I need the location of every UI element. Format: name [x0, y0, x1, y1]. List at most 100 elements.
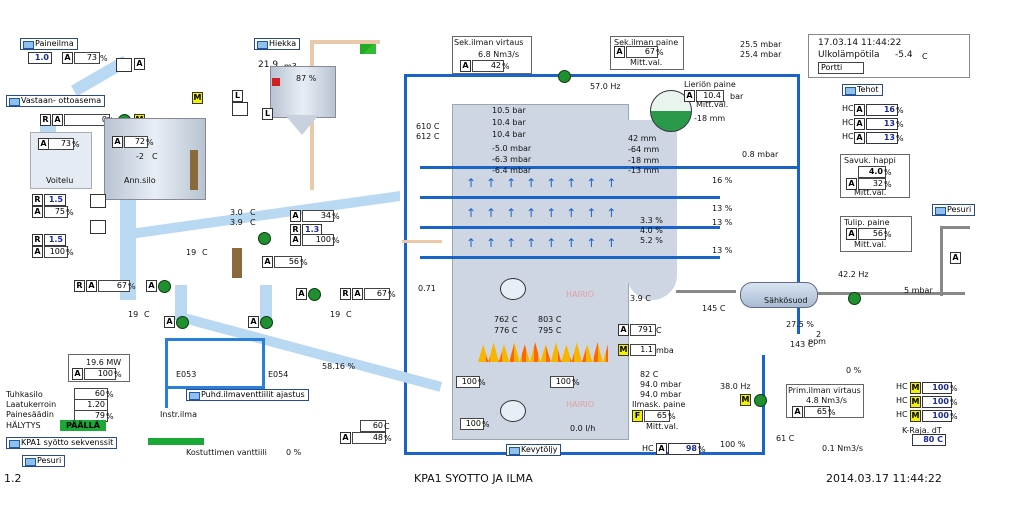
- mid-pump[interactable]: [258, 232, 271, 245]
- oil-valve-3[interactable]: 100: [460, 418, 484, 430]
- mittval-4[interactable]: Mitt.val.: [854, 240, 887, 249]
- header-datetime: 17.03.14 11:44:22: [818, 38, 902, 48]
- feed1-mode-a[interactable]: A: [32, 206, 43, 218]
- feed-hopper: [232, 248, 242, 278]
- rb-m3[interactable]: M: [910, 410, 921, 422]
- vastaan-mode-r[interactable]: R: [40, 114, 51, 126]
- valve-e053[interactable]: E053: [176, 370, 197, 379]
- burner-1[interactable]: [500, 278, 526, 300]
- hc98-mode-a[interactable]: A: [656, 443, 667, 455]
- prim-mode-a[interactable]: A: [792, 406, 803, 418]
- dist2-mode-a[interactable]: A: [248, 316, 259, 328]
- sekp-mode-a[interactable]: A: [614, 46, 625, 58]
- hiekka-l1[interactable]: L: [232, 90, 243, 102]
- feed2-pump[interactable]: [90, 220, 106, 234]
- gate-button[interactable]: Portti: [818, 62, 864, 74]
- temp-82: 82 C: [640, 370, 659, 379]
- vastaan-mode-a[interactable]: A: [52, 114, 63, 126]
- tag-puhd[interactable]: Puhd.ilmaventtiilit ajastus: [186, 389, 309, 401]
- tehot-a3[interactable]: A: [854, 132, 865, 144]
- temp-19c: 19: [330, 310, 341, 319]
- tag-kevytoljy[interactable]: Kevytöljy: [506, 444, 562, 456]
- feed1-pump[interactable]: [90, 194, 106, 208]
- conv2-mode-a2[interactable]: A: [352, 288, 363, 300]
- feed2-mode-a[interactable]: A: [32, 246, 43, 258]
- conv1-pump[interactable]: [158, 280, 171, 293]
- conv2-mode-r[interactable]: R: [340, 288, 351, 300]
- feed2-mode-r[interactable]: R: [32, 234, 43, 246]
- mittval-2[interactable]: Mitt.val.: [696, 100, 729, 109]
- sek-mode-a[interactable]: A: [460, 60, 471, 72]
- dist1-pump[interactable]: [176, 316, 189, 329]
- power-mode-a[interactable]: A: [72, 368, 83, 380]
- feed1-mode-r[interactable]: R: [32, 194, 43, 206]
- feed2-pct: 100: [44, 246, 68, 258]
- draft-2: -6.3 mbar: [492, 155, 532, 164]
- tag-pesuri-right[interactable]: Pesuri: [932, 204, 976, 216]
- tag-vastaanottoasema[interactable]: Vastaan- ottoasema: [6, 95, 106, 107]
- tulip-mode-a[interactable]: A: [846, 228, 857, 240]
- flue-fan[interactable]: [848, 292, 861, 305]
- conv1-mode-a[interactable]: A: [86, 280, 97, 292]
- conv2-pump[interactable]: [308, 288, 321, 301]
- oil-valve-2[interactable]: 100: [550, 376, 574, 388]
- valve-e054[interactable]: E054: [268, 370, 289, 379]
- mittval-1[interactable]: Mitt.val.: [630, 58, 663, 67]
- tag-tehot[interactable]: Tehot: [842, 84, 883, 96]
- valve-box-1[interactable]: [116, 58, 132, 72]
- level-1: 42 mm: [628, 134, 657, 143]
- tag-sekvenssit[interactable]: KPA1 syötto sekvenssit: [6, 437, 118, 449]
- paineilma-mode-a[interactable]: A: [62, 52, 73, 64]
- annsilo-level: [190, 150, 198, 190]
- rb-m1[interactable]: M: [910, 382, 921, 394]
- hiekka-volume: 21.9: [258, 60, 279, 70]
- burner-2[interactable]: [500, 400, 526, 422]
- prim-value: 4.8 Nm3/s: [806, 396, 848, 405]
- oil-valve-1[interactable]: 100: [456, 376, 480, 388]
- instrilma-label: Instr.ilma: [160, 410, 197, 419]
- hiekka-valve[interactable]: [232, 102, 248, 116]
- sek-fan[interactable]: [558, 70, 571, 83]
- savu-mode-a[interactable]: A: [846, 178, 857, 190]
- valve-1-mode[interactable]: A: [134, 58, 145, 70]
- ppm-unit: ppm: [808, 337, 826, 346]
- bm-mode-m[interactable]: M: [618, 344, 629, 356]
- prim-fan[interactable]: [754, 394, 767, 407]
- conv2-mode-a[interactable]: A: [296, 288, 307, 300]
- rb-m2[interactable]: M: [910, 396, 921, 408]
- kraja-value: 80 C: [912, 434, 946, 446]
- tag-hiekka[interactable]: Hiekka: [254, 38, 301, 50]
- conv1-mode-r[interactable]: R: [74, 280, 85, 292]
- kost-mode-a[interactable]: A: [340, 432, 351, 444]
- tehot-a2[interactable]: A: [854, 118, 865, 130]
- mittval-5[interactable]: Mitt.val.: [646, 422, 679, 431]
- mid-mode-a3[interactable]: A: [262, 256, 273, 268]
- dist2-pump[interactable]: [260, 316, 273, 329]
- mid-mode-a1[interactable]: A: [290, 210, 301, 222]
- drum-mode-a[interactable]: A: [684, 90, 695, 102]
- bed-temp-1: 762 C: [494, 315, 518, 324]
- mittval-3[interactable]: Mitt.val.: [854, 188, 887, 197]
- conv1-mode-a2[interactable]: A: [146, 280, 157, 292]
- bm-mode-a[interactable]: A: [618, 324, 629, 336]
- footer-left: 1.2: [4, 472, 22, 485]
- tehot-value-2: 13: [866, 118, 898, 130]
- imask-mode-f[interactable]: F: [632, 410, 643, 422]
- mid-mode-a2[interactable]: A: [290, 234, 301, 246]
- tehot-a1[interactable]: A: [854, 104, 865, 116]
- boiler-frame-right: [797, 74, 800, 334]
- draft-3: -6.4 mbar: [492, 166, 532, 175]
- valve-green[interactable]: [360, 44, 376, 54]
- dist1-mode-a[interactable]: A: [164, 316, 175, 328]
- prim-fan-mode[interactable]: M: [740, 394, 751, 406]
- feed-mode-m[interactable]: M: [192, 92, 203, 104]
- hiekka-l2[interactable]: L: [262, 108, 273, 120]
- pesuri-mode-a[interactable]: A: [950, 252, 961, 264]
- annsilo-mode-a[interactable]: A: [112, 136, 123, 148]
- damper-16: 16 %: [712, 176, 733, 185]
- temp-60: 60: [360, 420, 386, 432]
- drum-level: -18 mm: [694, 114, 726, 123]
- tag-paineilma[interactable]: Paineilma: [20, 38, 78, 50]
- tag-pesuri-bottom[interactable]: Pesuri: [22, 455, 66, 467]
- halytys-status[interactable]: PÄÄLLÄ: [60, 420, 106, 431]
